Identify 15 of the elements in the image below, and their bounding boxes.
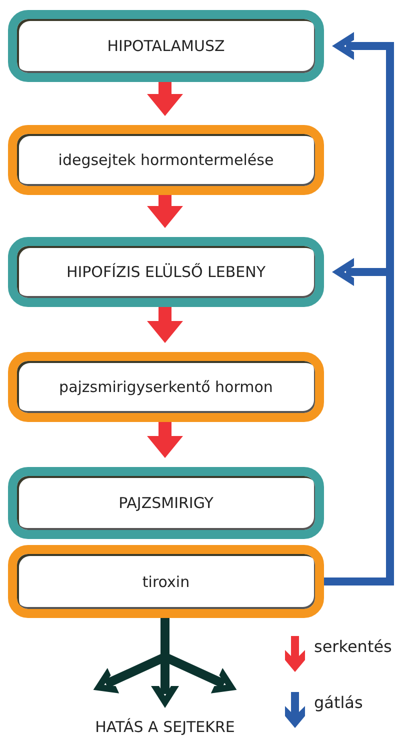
box-label: idegsejtek hormontermelése: [58, 151, 274, 169]
box-label: HIPOFÍZIS ELÜLSŐ LEBENY: [66, 263, 266, 281]
process-box: [8, 237, 324, 307]
process-box: [8, 125, 324, 195]
box-label: HIPOTALAMUSZ: [107, 37, 225, 55]
box-label: pajzsmirigyserkentő hormon: [59, 378, 273, 396]
process-box: [8, 545, 324, 618]
effect-label: HATÁS A SEJTEKRE: [60, 716, 270, 738]
legend-label: gátlás: [314, 693, 363, 712]
box-label: PAJZSMIRIGY: [118, 494, 214, 512]
process-box: [8, 10, 324, 82]
process-box: [8, 467, 324, 539]
box-label: tiroxin: [142, 572, 190, 590]
legend-label: serkentés: [314, 637, 392, 656]
process-box: [8, 352, 324, 422]
